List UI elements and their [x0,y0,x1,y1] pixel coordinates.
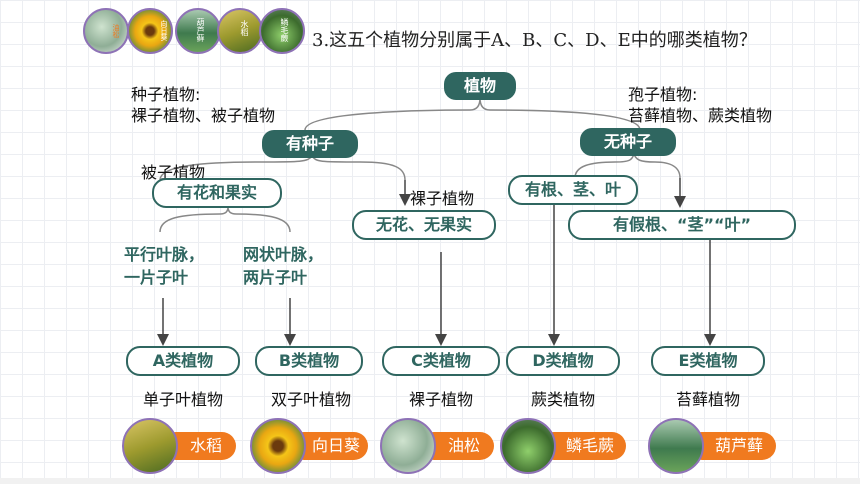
seed-group-note: 种子植物: 裸子植物、被子植物 [131,84,275,126]
class-e-name: 苔藓植物 [675,390,740,409]
root-node: 植物 [444,72,516,100]
gymnosperm-note: 裸子植物 [410,189,475,208]
fern-icon: 鳞毛蕨 [259,8,305,54]
sunflower-icon: 向日葵 [127,8,173,54]
root-stem-leaf-node: 有根、茎、叶 [508,175,638,205]
class-a-name: 单子叶植物 [142,390,223,409]
with-seed-node: 有种子 [262,130,358,158]
moss-icon: 葫芦藓 [175,8,221,54]
class-d-node: D类植物 [506,346,620,376]
note-line: 裸子植物、被子植物 [131,106,276,125]
plant-chip-rice: 水稻 [122,418,236,474]
thumb-tag: 油松 [112,24,120,38]
plant-chip-fern: 鳞毛蕨 [500,418,626,474]
plant-chip-sunflower: 向日葵 [250,418,368,474]
angiosperm-note: 被子植物 [141,163,206,182]
question-title: 3.这五个植物分别属于A、B、C、D、E中的哪类植物？ [312,30,757,51]
feature-line: 平行叶脉， [124,245,205,264]
note-line: 孢子植物: [628,85,698,104]
feature-line: 网状叶脉， [243,245,324,264]
sunflower-icon [250,418,306,474]
moss-icon [648,418,704,474]
fern-icon [500,418,556,474]
thumb-tag: 葫芦藓 [196,18,205,42]
rice-icon [122,418,178,474]
note-line: 种子植物: [131,85,201,104]
thumb-tag: 鳞毛蕨 [280,18,289,42]
feature-line: 一片子叶 [124,268,189,287]
false-root-node: 有假根、“茎”“叶” [568,210,796,240]
class-b-node: B类植物 [255,346,363,376]
class-c-name: 裸子植物 [408,390,473,409]
rice-icon: 水稻 [217,8,263,54]
thumb-tag: 水稻 [240,20,249,36]
plant-chip-pine: 油松 [380,418,494,474]
class-e-node: E类植物 [651,346,765,376]
monocot-feature: 平行叶脉， 一片子叶 [124,243,204,289]
top-thumbnails: 油松 向日葵 葫芦藓 水稻 鳞毛蕨 [83,8,309,64]
class-a-node: A类植物 [126,346,240,376]
flower-fruit-node: 有花和果实 [152,178,282,208]
pine-icon [380,418,436,474]
class-c-node: C类植物 [382,346,500,376]
pine-icon: 油松 [83,8,129,54]
bottom-edge [0,478,860,484]
without-seed-node: 无种子 [580,128,676,156]
thumb-tag: 向日葵 [160,20,168,41]
feature-line: 两片子叶 [243,268,308,287]
class-d-name: 蕨类植物 [530,390,595,409]
class-b-name: 双子叶植物 [270,390,351,409]
spore-group-note: 孢子植物: 苔藓植物、蕨类植物 [628,84,772,126]
no-flower-fruit-node: 无花、无果实 [352,210,496,240]
plant-chip-moss: 葫芦藓 [648,418,776,474]
dicot-feature: 网状叶脉， 两片子叶 [243,243,323,289]
note-line: 苔藓植物、蕨类植物 [628,106,773,125]
